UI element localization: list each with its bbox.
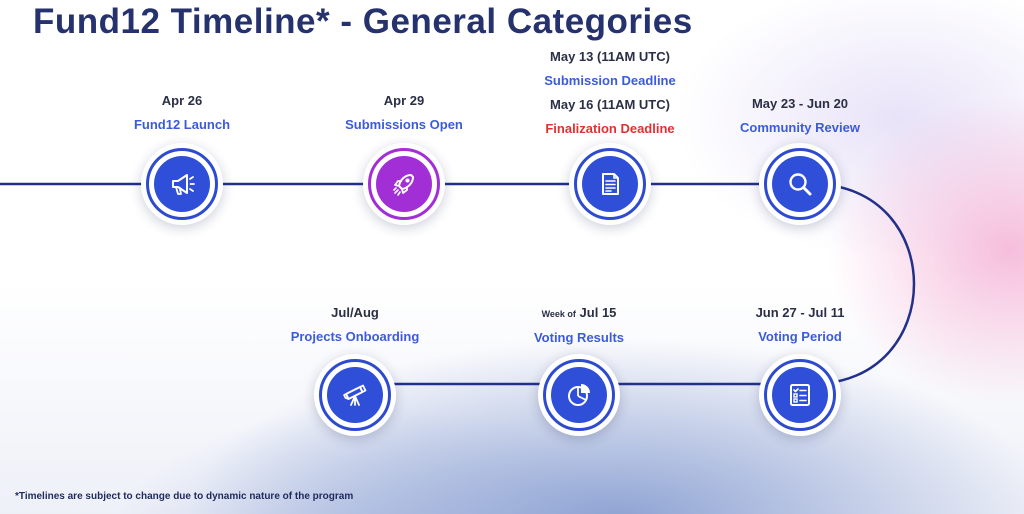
checklist-icon [790, 384, 810, 406]
milestone-label: Fund12 Launch [133, 117, 231, 132]
page-title: Fund12 Timeline* - General Categories [33, 2, 693, 41]
milestone-voting-period: Jun 27 - Jul 11 Voting Period [685, 301, 915, 349]
milestone-date: Jun 27 - Jul 11 [755, 305, 845, 320]
milestone-date-line: Week of Jul 15 [464, 301, 694, 326]
milestone-submissions-open: Apr 29 Submissions Open [289, 89, 519, 137]
milestone-node-deadlines [569, 143, 651, 225]
milestone-date: May 13 (11AM UTC) [550, 49, 670, 64]
milestone-node-voting-period [759, 354, 841, 436]
milestone-label-secondary: Finalization Deadline [545, 121, 675, 136]
megaphone-icon [172, 174, 195, 195]
milestone-label: Submissions Open [345, 117, 463, 132]
milestone-label: Voting Period [758, 329, 842, 344]
milestone-fund12-launch: Apr 26 Fund12 Launch [67, 89, 297, 137]
milestone-date-prefix: Week of [541, 309, 576, 319]
magnifier-icon [789, 173, 812, 196]
milestone-date: Jul/Aug [331, 305, 379, 320]
milestone-label: Submission Deadline [544, 73, 676, 88]
milestone-date: Jul 15 [579, 305, 617, 320]
milestone-label: Voting Results [533, 330, 625, 345]
milestone-node-community-review [759, 143, 841, 225]
milestone-date: Apr 29 [383, 93, 425, 108]
rocket-icon [393, 174, 414, 196]
milestone-label: Community Review [740, 120, 860, 135]
milestone-node-projects-onboarding [314, 354, 396, 436]
milestone-community-review: May 23 - Jun 20 Community Review [685, 92, 915, 140]
milestone-deadlines: May 13 (11AM UTC) Submission Deadline Ma… [495, 45, 725, 141]
milestone-voting-results: Week of Jul 15 Voting Results [464, 301, 694, 350]
footnote: *Timelines are subject to change due to … [15, 491, 354, 502]
milestone-date: May 23 - Jun 20 [751, 96, 849, 111]
milestone-date: Apr 26 [161, 93, 203, 108]
pie-chart-icon [568, 384, 590, 406]
milestone-node-voting-results [538, 354, 620, 436]
telescope-icon [343, 384, 367, 406]
milestone-label: Projects Onboarding [290, 329, 420, 344]
milestone-projects-onboarding: Jul/Aug Projects Onboarding [240, 301, 470, 349]
milestone-node-fund12-launch [141, 143, 223, 225]
milestone-date-secondary: May 16 (11AM UTC) [550, 97, 670, 112]
milestone-node-submissions-open [363, 143, 445, 225]
document-icon [602, 173, 619, 195]
